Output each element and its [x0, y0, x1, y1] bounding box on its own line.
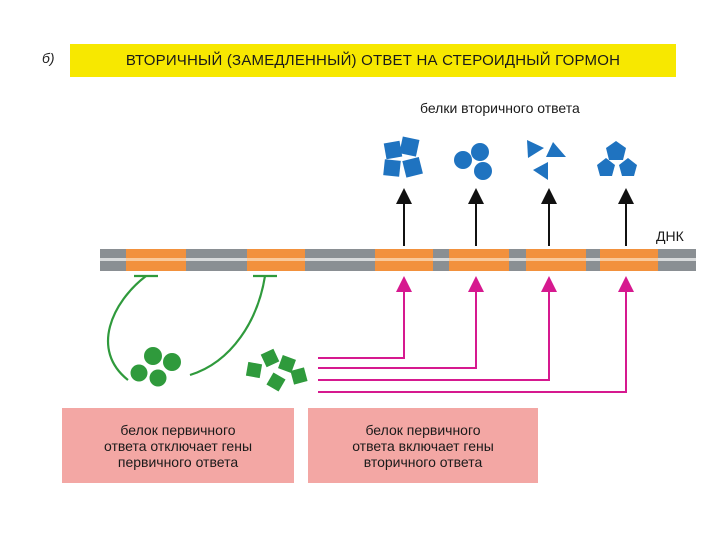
gene-secondary-3 [526, 249, 586, 271]
primary-genes [126, 249, 305, 271]
secondary-proteins-label: белки вторичного ответа [420, 100, 580, 116]
title-banner: ВТОРИЧНЫЙ (ЗАМЕДЛЕННЫЙ) ОТВЕТ НА СТЕРОИД… [70, 44, 676, 77]
gene-secondary-4 [600, 249, 658, 271]
gene-primary-2 [247, 249, 305, 271]
activation-lines [318, 276, 634, 393]
secondary-protein-group-triangles [527, 140, 566, 180]
panel-letter: б) [42, 50, 55, 66]
info-box-switch-on: белок первичного ответа включает гены вт… [308, 408, 538, 483]
primary-protein-circles [130, 347, 181, 387]
gene-secondary-2 [449, 249, 509, 271]
secondary-protein-group-circles [454, 143, 492, 180]
secondary-protein-group-pentagons [597, 141, 637, 176]
inhibition-lines [106, 274, 277, 381]
title-text: ВТОРИЧНЫЙ (ЗАМЕДЛЕННЫЙ) ОТВЕТ НА СТЕРОИД… [125, 52, 621, 69]
dna-label: ДНК [656, 228, 684, 244]
primary-protein-squares [245, 348, 308, 392]
gene-secondary-1 [375, 249, 433, 271]
secondary-genes [375, 249, 658, 271]
info-box-switch-off: белок первичного ответа отключает гены п… [62, 408, 294, 483]
expression-arrows [396, 188, 634, 246]
gene-primary-1 [126, 249, 186, 271]
secondary-protein-group-squares [383, 136, 423, 178]
